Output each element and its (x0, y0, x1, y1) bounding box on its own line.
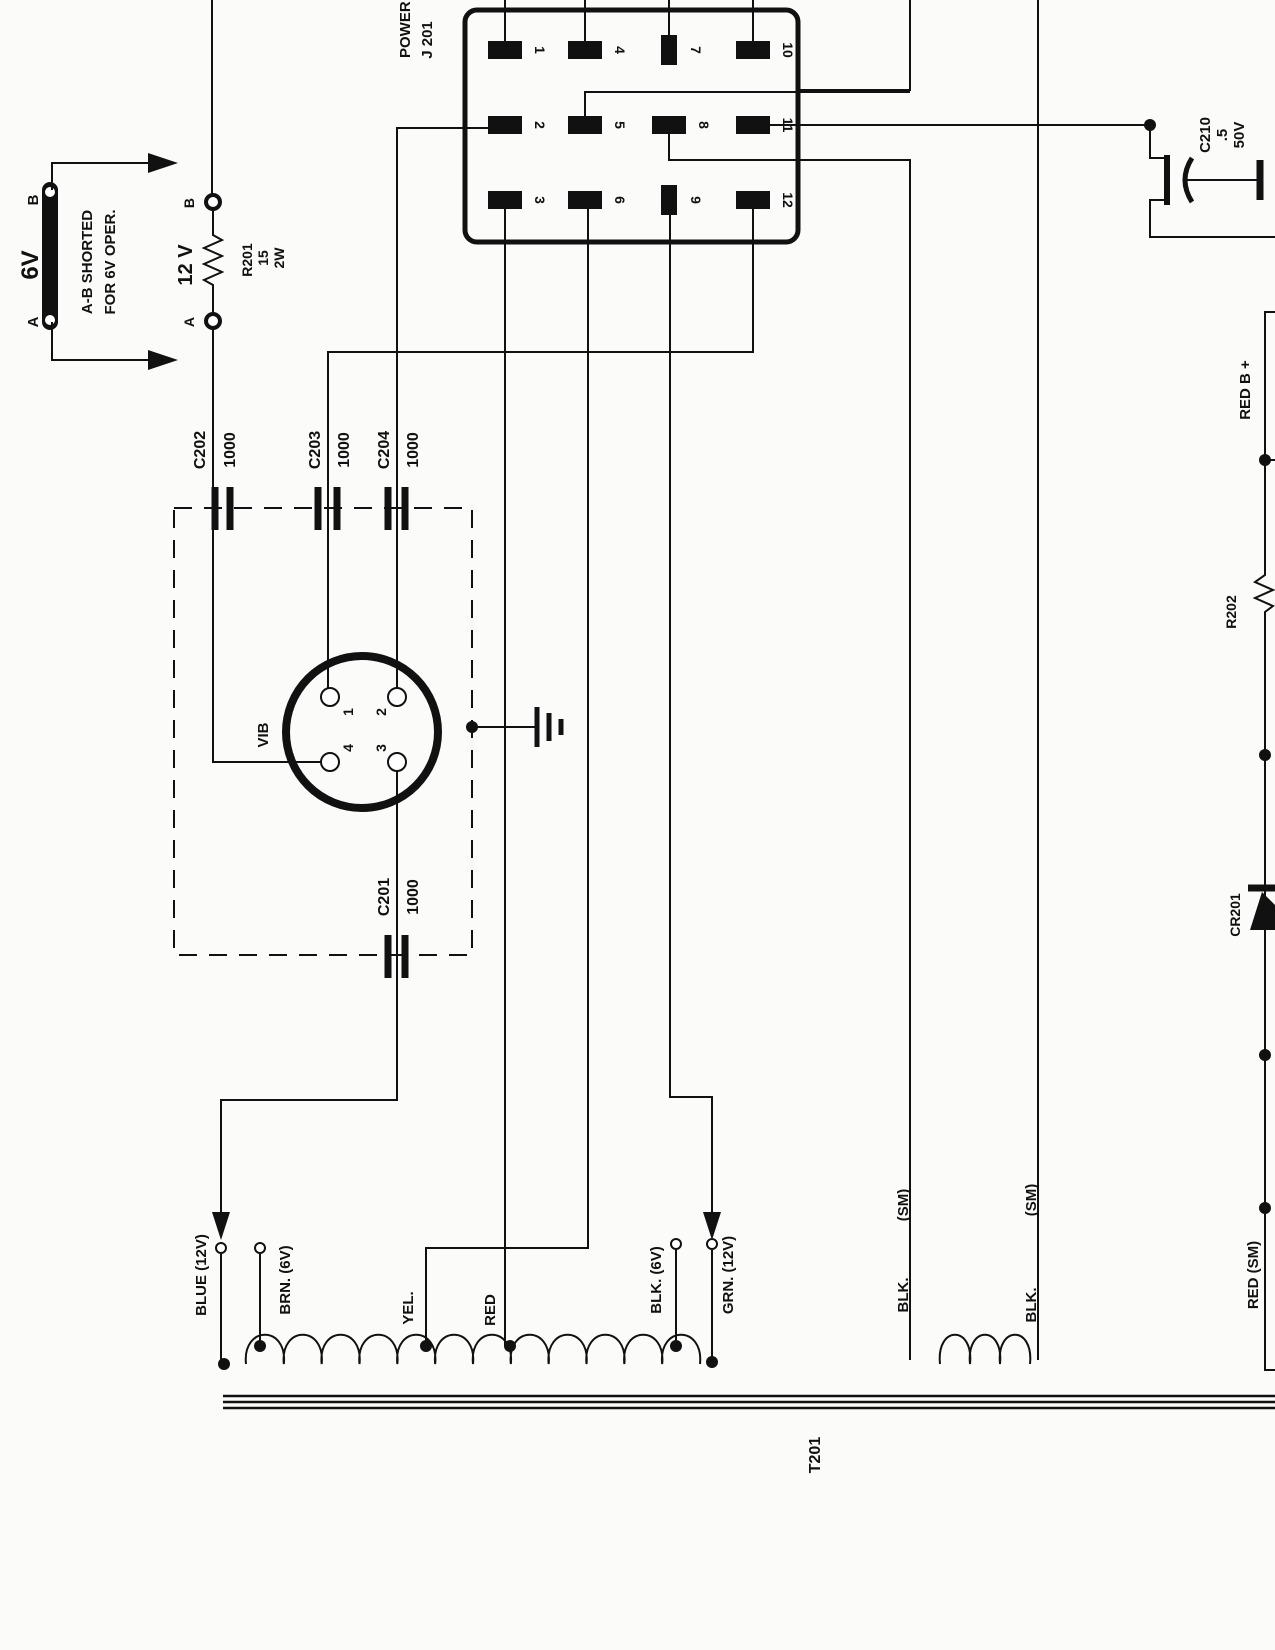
vibrator-vib (282, 652, 442, 812)
capacitor-c202 (211, 487, 234, 530)
connector-pin-label: 12 (780, 192, 796, 208)
connector-pin-11 (736, 116, 770, 134)
c210-rating: 50V (1231, 122, 1248, 149)
right-circuit (1149, 125, 1275, 1371)
connector-pin-10 (736, 41, 770, 59)
c203-value: 1000 (336, 432, 353, 468)
connector-pin-label: 3 (532, 196, 548, 204)
lead-red: RED (482, 1294, 499, 1326)
connector-pin-5 (568, 116, 602, 134)
connector-pin-label: 6 (612, 196, 628, 204)
connector-pin-8 (652, 116, 686, 134)
red-b-plus-label: RED B + (1237, 360, 1254, 420)
c210-ref: C210 (1197, 117, 1214, 153)
connector-pin-label: 8 (696, 121, 712, 129)
connector-pin-label: 7 (688, 46, 704, 54)
lead-blk-sm-2: BLK. (1023, 1288, 1040, 1323)
transformer-t201 (223, 1333, 1275, 1410)
connector-pin-label: 5 (612, 121, 628, 129)
vib-pin-2: 2 (373, 708, 389, 716)
transformer-taps (215, 1238, 718, 1370)
winding (938, 1333, 1032, 1365)
c202-ref: C202 (192, 431, 209, 469)
c210-value: .5 (1214, 129, 1231, 142)
r202-ref: R202 (1223, 595, 1239, 629)
connector-pin-2 (488, 116, 522, 134)
connector-pin-4 (568, 41, 602, 59)
jumper-end-a: A (25, 316, 42, 327)
jumper-6v (42, 153, 178, 370)
lead-blk-6v: BLK. (6V) (648, 1246, 665, 1314)
c202-value: 1000 (222, 432, 239, 468)
r201-end-b: B (181, 198, 197, 208)
wires (173, 0, 1156, 1360)
lead-grn-12v: GRN. (12V) (720, 1236, 737, 1314)
lead-blue-12v: BLUE (12V) (193, 1234, 210, 1316)
connector-pin-1 (488, 41, 522, 59)
lead-blk-sm-1-tag: (SM) (895, 1189, 912, 1222)
connector-pin-7 (661, 35, 677, 65)
connector-pin-6 (568, 191, 602, 209)
lead-blk-sm-2-tag: (SM) (1023, 1184, 1040, 1217)
capacitor-c201 (384, 935, 409, 978)
resistor-r201 (201, 0, 328, 763)
lead-brn-6v: BRN. (6V) (277, 1245, 294, 1314)
r201-ref: R201 (239, 243, 255, 277)
connector-pin-label: 9 (688, 196, 704, 204)
c204-value: 1000 (405, 432, 422, 468)
jumper-note-1: A-B SHORTED (79, 210, 96, 314)
vib-pin-4: 4 (340, 744, 356, 752)
vib-pin-1: 1 (340, 708, 356, 716)
c203-ref: C203 (307, 431, 324, 469)
vib-pin-3: 3 (373, 744, 389, 752)
c204-ref: C204 (376, 431, 393, 469)
jumper-note-2: FOR 6V OPER. (102, 209, 119, 314)
connector-pin-label: 4 (612, 46, 628, 54)
r201-mode-label: 12 V (175, 244, 197, 286)
r201-value: 15 (255, 250, 271, 266)
connector-pin-label: 1 (532, 46, 548, 54)
r201-end-a: A (181, 317, 197, 327)
lead-yel: YEL. (400, 1291, 417, 1324)
lead-red-sm: RED (SM) (1245, 1241, 1262, 1309)
power-input-label: POWER INP (397, 0, 414, 58)
connector-pin-label: 2 (532, 121, 548, 129)
connector-pin-label: 10 (780, 42, 796, 58)
connector-ref: J 201 (419, 21, 436, 59)
transformer-ref: T201 (807, 1437, 824, 1474)
r201-rating: 2W (271, 247, 287, 269)
c201-ref: C201 (376, 878, 393, 916)
lead-blk-sm-1: BLK. (895, 1278, 912, 1313)
c201-value: 1000 (405, 879, 422, 915)
capacitor-c203 (314, 487, 341, 530)
jumper-voltage: 6V (17, 250, 44, 279)
vib-ref: VIB (255, 722, 272, 747)
jumper-end-b: B (25, 194, 42, 205)
cr201-ref: CR201 (1227, 893, 1243, 937)
winding (244, 1333, 702, 1365)
capacitor-c204 (384, 487, 409, 530)
